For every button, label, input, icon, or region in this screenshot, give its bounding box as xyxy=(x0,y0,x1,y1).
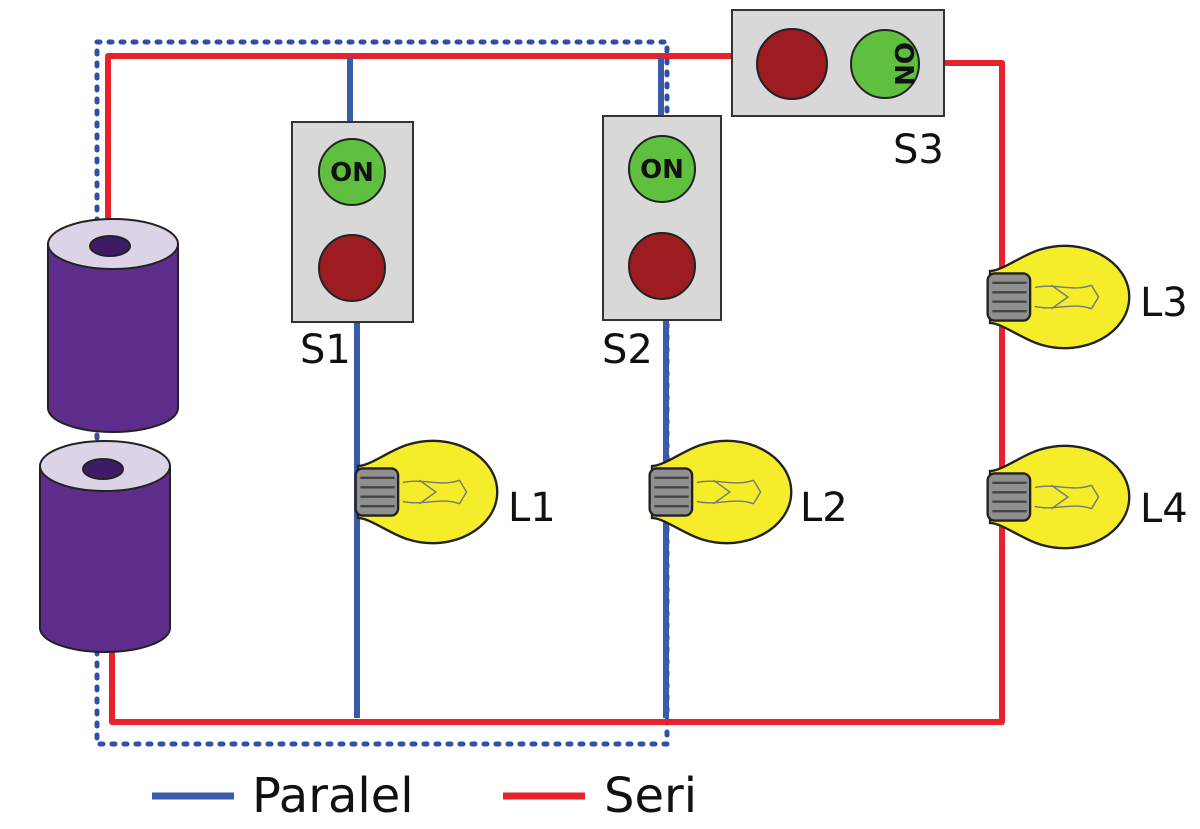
lamp-l1 xyxy=(354,439,499,545)
light-bulb-icon xyxy=(354,439,499,545)
light-bulb-icon xyxy=(986,244,1131,350)
legend-label-series: Seri xyxy=(604,768,697,824)
switch-label-s2: S2 xyxy=(602,327,653,373)
switch-label-s1: S1 xyxy=(300,327,351,373)
on-button xyxy=(850,29,920,99)
light-bulb-icon xyxy=(648,439,793,545)
battery-terminal xyxy=(89,235,131,257)
series-wire-top xyxy=(105,53,732,248)
battery-lower xyxy=(39,440,171,653)
switch-s2: ON xyxy=(602,115,722,321)
lamp-label-l4: L4 xyxy=(1140,486,1188,532)
battery-upper xyxy=(47,218,179,433)
off-button xyxy=(756,28,828,100)
lamp-l3 xyxy=(986,244,1131,350)
battery-terminal xyxy=(82,458,124,480)
series-wiring xyxy=(105,53,1005,725)
off-button xyxy=(628,232,696,300)
lamp-label-l2: L2 xyxy=(800,485,848,531)
switch-label-s3: S3 xyxy=(893,127,944,173)
battery-icon xyxy=(47,243,179,433)
light-bulb-icon xyxy=(986,444,1131,550)
on-button-text: ON xyxy=(330,158,374,188)
on-button xyxy=(318,138,386,206)
switch-s1: ON xyxy=(291,121,414,323)
battery-icon xyxy=(39,465,171,653)
switch-s3: ON xyxy=(731,9,945,117)
on-button-text: ON xyxy=(888,42,918,86)
lamp-label-l1: L1 xyxy=(508,485,556,531)
lamp-label-l3: L3 xyxy=(1140,280,1188,326)
lamp-l2 xyxy=(648,439,793,545)
legend-label-parallel: Paralel xyxy=(252,768,414,824)
on-button-text: ON xyxy=(640,155,684,185)
lamp-l4 xyxy=(986,444,1131,550)
off-button xyxy=(318,234,386,302)
legend: Paralel Seri xyxy=(152,768,697,824)
series-wire-right xyxy=(109,60,1005,725)
on-button xyxy=(628,135,696,203)
